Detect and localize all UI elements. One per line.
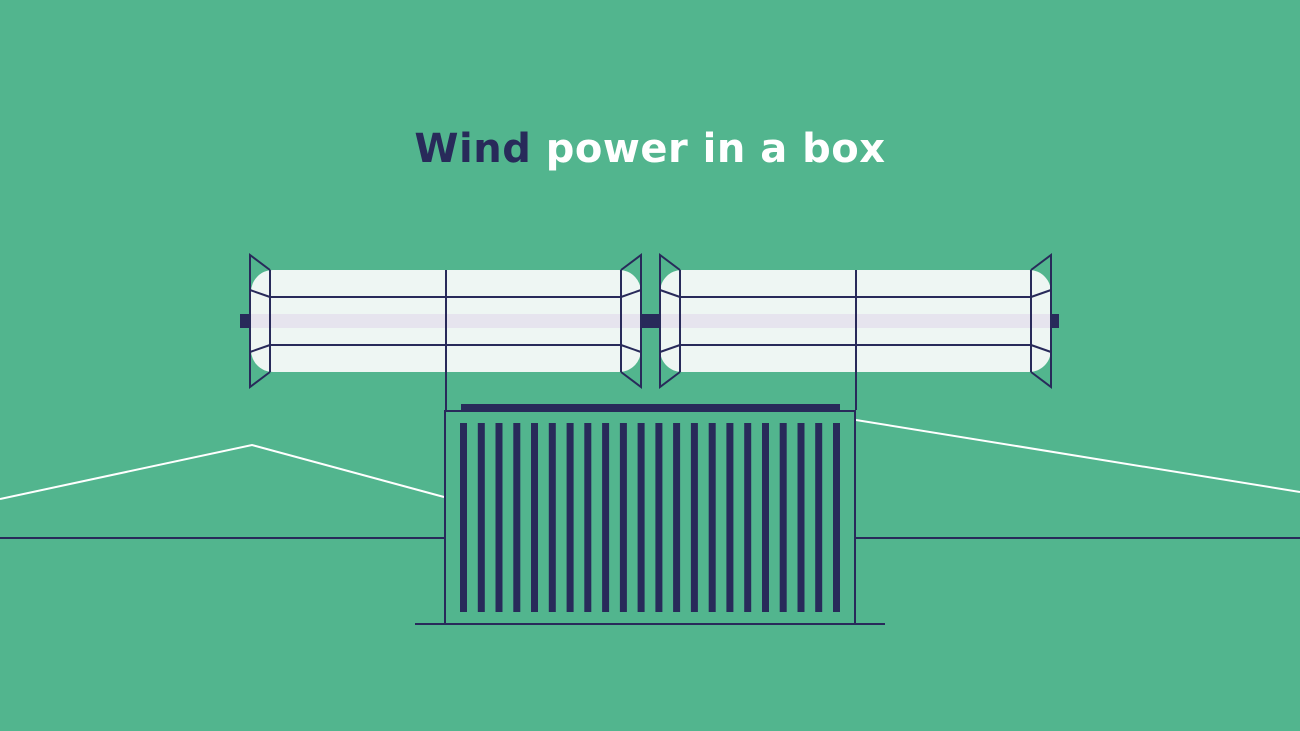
container-rib — [477, 423, 485, 612]
container-rib — [637, 423, 645, 612]
container-rib — [779, 423, 787, 612]
rotor-supports — [445, 372, 857, 410]
container-roof-bar — [461, 404, 840, 411]
hills — [0, 419, 1300, 500]
shaft-coupling — [640, 314, 660, 328]
container-rib — [673, 423, 681, 612]
title-rest: power in a box — [545, 126, 886, 172]
container-rib — [726, 423, 734, 612]
rotor-right-endcap-right — [1030, 253, 1052, 389]
container-ribs — [460, 423, 840, 612]
title-highlight-word: Wind — [414, 126, 532, 172]
container-rib — [531, 423, 538, 612]
hill-right-line — [855, 419, 1300, 493]
container-rib — [690, 423, 698, 612]
container-rib — [655, 423, 663, 612]
container-rib — [833, 423, 840, 612]
shipping-container — [444, 404, 856, 625]
container-rib — [762, 423, 769, 612]
rotor-right-endcap-left — [659, 253, 681, 389]
container-rib — [619, 423, 627, 612]
container-rib — [744, 423, 752, 612]
container-rib — [602, 423, 610, 612]
container-rib — [797, 423, 805, 612]
container-rib — [513, 423, 521, 612]
container-rib — [584, 423, 592, 612]
hill-left-line — [0, 443, 445, 500]
shaft-stub-right — [1050, 314, 1059, 328]
rotor-right — [659, 253, 1052, 389]
container-rib — [708, 423, 716, 612]
container-body — [444, 410, 856, 625]
rotor-left-endcap-right — [620, 253, 642, 389]
container-rib — [815, 423, 823, 612]
container-rib — [548, 423, 556, 612]
container-rib — [495, 423, 503, 612]
rotor-left — [249, 253, 642, 389]
container-rib — [566, 423, 574, 612]
page-title: Wind power in a box — [0, 124, 1300, 174]
rotor-left-endcap-left — [249, 253, 271, 389]
container-rib — [460, 423, 467, 612]
